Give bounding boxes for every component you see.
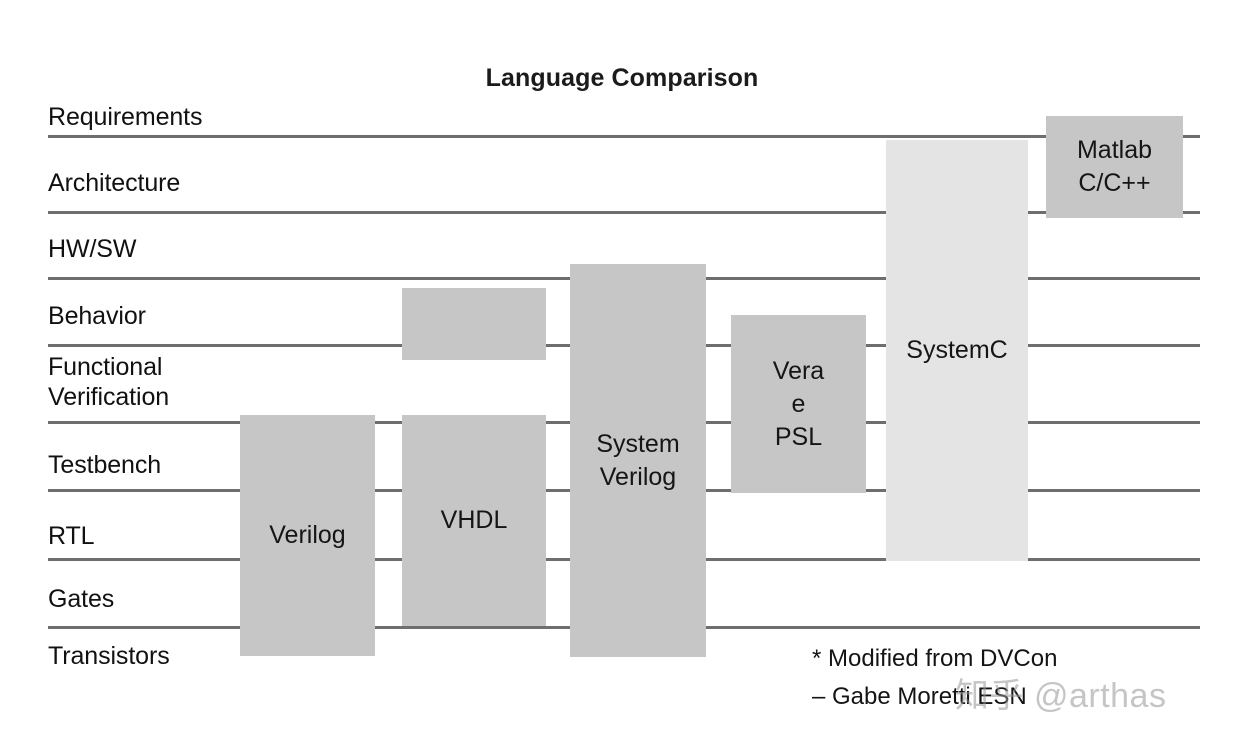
- row-label-requirements: Requirements: [48, 103, 203, 131]
- row-label-behavior: Behavior: [48, 302, 146, 330]
- row-label-testbench: Testbench: [48, 451, 162, 479]
- language-bar-vhdl: VHDL: [402, 415, 546, 626]
- language-bar-systemc: SystemC: [886, 140, 1028, 561]
- language-bar-vhdl-behavior: [402, 288, 546, 360]
- row-label-transistors: Transistors: [48, 642, 170, 670]
- footnote-attribution: * Modified from DVCon – Gabe Moretti ESN: [812, 645, 1058, 710]
- language-bar-vera-e-psl: Vera e PSL: [731, 315, 866, 493]
- language-bar-verilog: Verilog: [240, 415, 375, 656]
- row-separator-line: [48, 135, 1200, 138]
- row-label-hw-sw: HW/SW: [48, 235, 137, 263]
- row-label-functional-verification: Functional Verification: [48, 353, 170, 411]
- row-label-architecture: Architecture: [48, 169, 181, 197]
- page-title: Language Comparison: [485, 64, 759, 92]
- row-label-gates: Gates: [48, 585, 115, 613]
- row-separator-line: [48, 211, 1200, 214]
- row-label-rtl: RTL: [48, 522, 95, 550]
- language-bar-systemverilog: System Verilog: [570, 264, 706, 657]
- language-bar-matlab-c-cpp: Matlab C/C++: [1046, 116, 1183, 218]
